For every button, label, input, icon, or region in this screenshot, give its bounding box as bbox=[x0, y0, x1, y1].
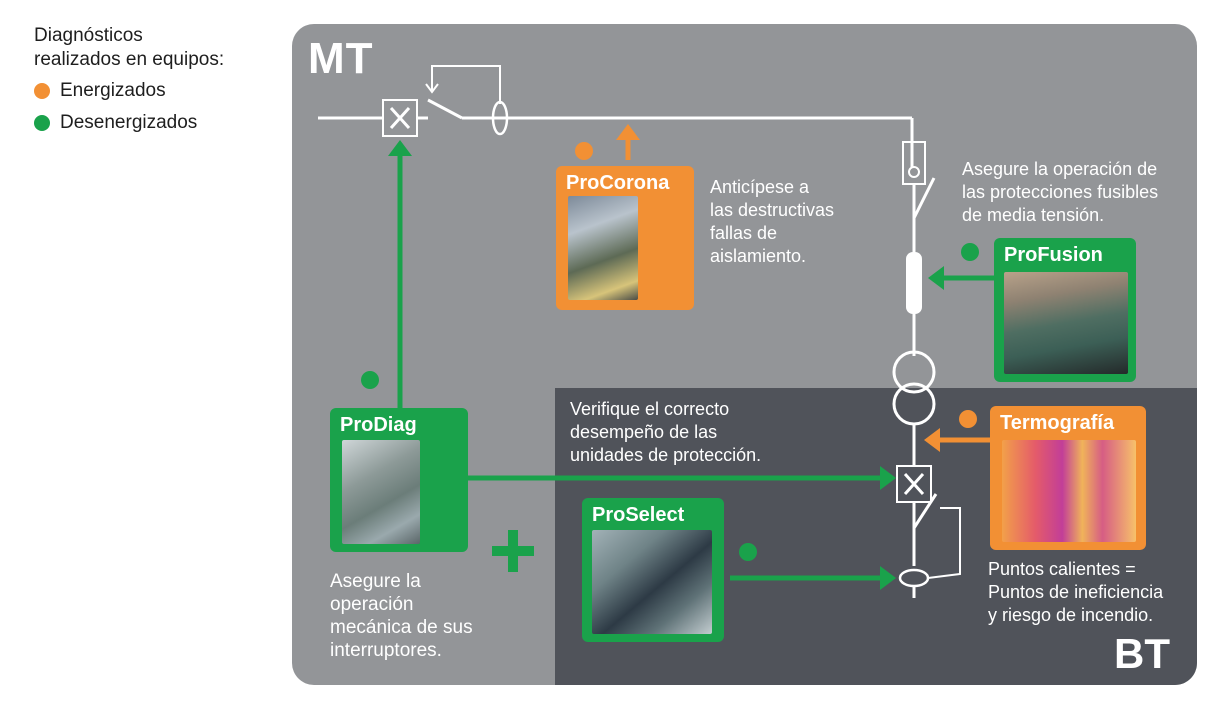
termografia-desc-line: Puntos de ineficiencia bbox=[988, 582, 1164, 602]
profusion-arrow-head bbox=[928, 266, 944, 290]
bt-breaker-x2 bbox=[903, 472, 925, 496]
termografia-title: Termografía bbox=[1000, 412, 1115, 434]
mt-breaker-x2 bbox=[389, 106, 411, 130]
profusion-desc-line: las protecciones fusibles bbox=[962, 182, 1159, 202]
procorona-arrow-head bbox=[616, 124, 640, 140]
bt-label: BT bbox=[1114, 630, 1170, 677]
proselect-photo bbox=[592, 530, 712, 634]
procorona-description: Anticípese a las destructivas fallas de … bbox=[710, 176, 880, 268]
proselect-desc-line: desempeño de las bbox=[570, 422, 718, 442]
procorona-dot bbox=[575, 142, 593, 160]
prodiag-desc-line: operación bbox=[330, 594, 414, 615]
legend-label-energized: Energizados bbox=[60, 80, 166, 101]
prodiag-desc-line: interruptores. bbox=[330, 640, 442, 661]
proselect-description: Verifique el correcto desempeño de las u… bbox=[570, 398, 830, 467]
profusion-title: ProFusion bbox=[1004, 244, 1103, 266]
proselect-card[interactable]: ProSelect bbox=[582, 498, 724, 642]
mt-fuse bbox=[906, 252, 922, 314]
green-dot-icon bbox=[34, 115, 50, 131]
legend-item-deenergized: Desenergizados bbox=[34, 112, 197, 134]
legend-title: Diagnósticos realizados en equipos: bbox=[34, 24, 274, 72]
mt-ct-wire bbox=[431, 65, 501, 104]
prodiag-desc-line: Asegure la bbox=[330, 571, 421, 592]
prodiag-to-bt-arrow-head bbox=[880, 466, 896, 490]
procorona-desc-line: las destructivas bbox=[710, 200, 835, 220]
profusion-desc-line: de media tensión. bbox=[962, 205, 1105, 225]
profusion-photo bbox=[1004, 272, 1128, 374]
termografia-desc-line: Puntos calientes = bbox=[988, 559, 1136, 579]
orange-dot-icon bbox=[34, 83, 50, 99]
procorona-desc-line: fallas de bbox=[710, 223, 778, 243]
proselect-arrow-head bbox=[880, 566, 896, 590]
procorona-card[interactable]: ProCorona bbox=[556, 166, 694, 310]
mt-switch-blade bbox=[427, 98, 463, 120]
termografia-description: Puntos calientes = Puntos de ineficienci… bbox=[988, 558, 1198, 627]
proselect-dot bbox=[739, 543, 757, 561]
prodiag-title: ProDiag bbox=[340, 414, 417, 436]
mt-ct bbox=[491, 100, 509, 136]
profusion-dot bbox=[961, 243, 979, 261]
profusion-desc-line: Asegure la operación de bbox=[962, 159, 1158, 179]
profusion-card[interactable]: ProFusion bbox=[994, 238, 1136, 382]
termografia-card[interactable]: Termografía bbox=[990, 406, 1146, 550]
bt-switch-blade bbox=[912, 493, 938, 529]
procorona-photo bbox=[568, 196, 638, 300]
prodiag-photo bbox=[342, 440, 420, 544]
transformer-primary bbox=[892, 350, 936, 394]
mt-disconnect-blade bbox=[912, 177, 936, 219]
proselect-desc-line: Verifique el correcto bbox=[570, 399, 730, 419]
legend-label-deenergized: Desenergizados bbox=[60, 112, 198, 133]
profusion-description: Asegure la operación de las protecciones… bbox=[962, 158, 1202, 227]
prodiag-desc-line: mecánica de sus bbox=[330, 617, 473, 638]
plus-icon-h bbox=[492, 546, 534, 556]
legend-title-line2: realizados en equipos: bbox=[34, 49, 225, 70]
procorona-desc-line: aislamiento. bbox=[710, 246, 807, 266]
procorona-title: ProCorona bbox=[566, 172, 670, 194]
termografia-dot bbox=[959, 410, 977, 428]
procorona-desc-line: Anticípese a bbox=[710, 177, 810, 197]
prodiag-description: Asegure la operación mecánica de sus int… bbox=[330, 570, 530, 662]
legend-item-energized: Energizados bbox=[34, 80, 166, 102]
legend-title-line1: Diagnósticos bbox=[34, 25, 143, 46]
transformer-secondary bbox=[892, 382, 936, 426]
prodiag-card[interactable]: ProDiag bbox=[330, 408, 468, 552]
mt-label: MT bbox=[308, 34, 374, 83]
proselect-title: ProSelect bbox=[592, 504, 685, 526]
proselect-desc-line: unidades de protección. bbox=[570, 445, 762, 465]
prodiag-arrow-head bbox=[388, 140, 412, 156]
bt-ct-wire bbox=[927, 507, 961, 579]
bt-ct bbox=[898, 568, 930, 588]
prodiag-dot bbox=[361, 371, 379, 389]
termografia-arrow-head bbox=[924, 428, 940, 452]
termografia-desc-line: y riesgo de incendio. bbox=[988, 605, 1154, 625]
termografia-photo bbox=[1002, 440, 1136, 542]
